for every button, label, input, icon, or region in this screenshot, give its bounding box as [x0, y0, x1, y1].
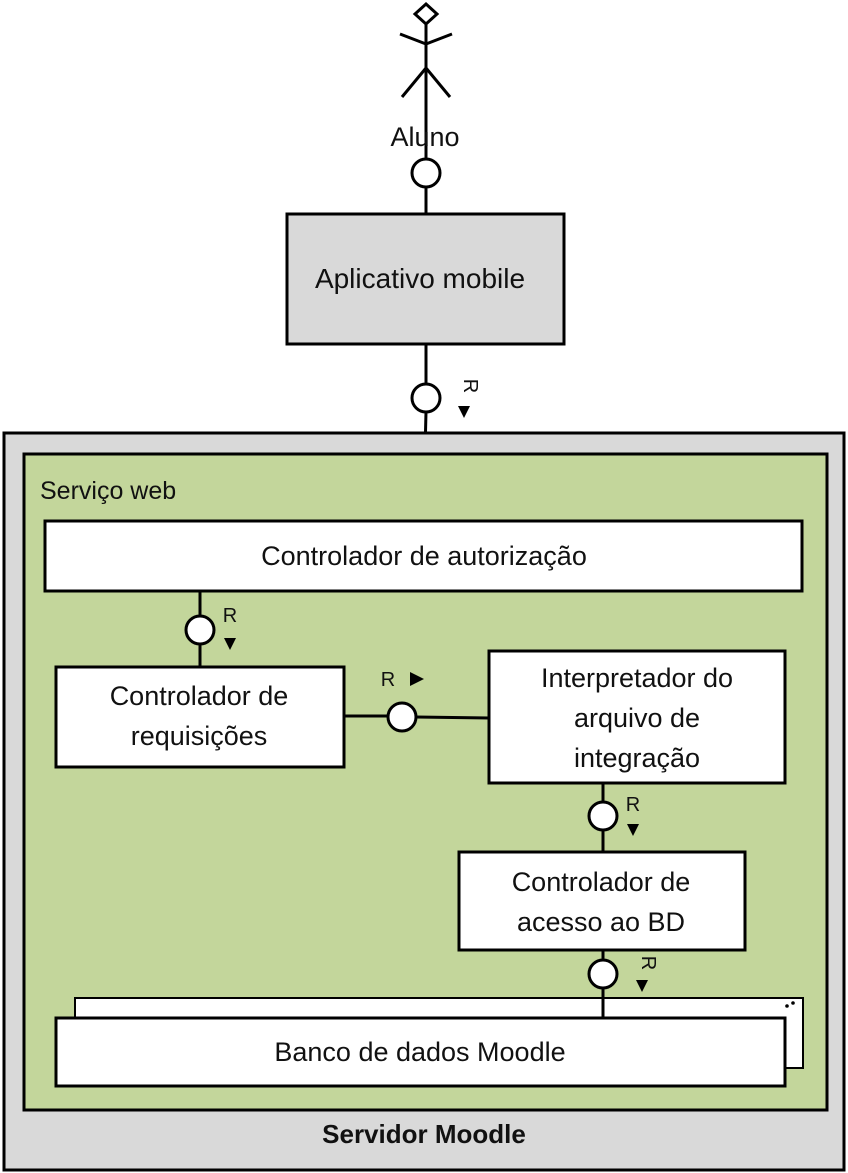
db-access-label-2: acesso ao BD: [517, 907, 685, 937]
relation-label: R: [637, 956, 659, 970]
request-controller-box: [54, 665, 346, 769]
database-box: [54, 1016, 787, 1088]
db-access-box: [457, 850, 747, 952]
auth-controller-label: Controlador de autorização: [261, 541, 587, 571]
mobile-app-label: Aplicativo mobile: [315, 263, 525, 294]
actor-port: [410, 157, 442, 189]
direction-arrow: [410, 672, 424, 686]
request-controller-label-2: requisições: [131, 721, 268, 751]
relation-label: R: [626, 794, 640, 816]
actor-label: Aluno: [390, 122, 459, 152]
webservice-label: Serviço web: [40, 477, 176, 505]
interpreter-label-2: arquivo de: [574, 703, 700, 733]
db-access-label-1: Controlador de: [512, 867, 691, 897]
relation-label: R: [381, 669, 395, 691]
direction-arrow: [627, 824, 639, 836]
interpreter-label-3: integração: [574, 743, 700, 773]
direction-arrow: [458, 406, 470, 418]
auth-request-port: [184, 614, 216, 646]
request-interpreter-port: [386, 701, 418, 733]
interpreter-box: [487, 649, 787, 785]
auth-controller-box: [43, 519, 804, 593]
direction-arrow: [224, 638, 236, 650]
database-label: Banco de dados Moodle: [274, 1037, 565, 1067]
app-server-port: [410, 382, 442, 414]
direction-arrow: [636, 980, 648, 992]
relation-label: R: [459, 379, 481, 393]
dbaccess-database-port: [587, 958, 619, 990]
request-controller-label-1: Controlador de: [110, 681, 289, 711]
interpreter-dbaccess-port: [587, 800, 619, 832]
actor-figure: [399, 1, 453, 98]
relation-label: R: [223, 605, 237, 627]
server-label: Servidor Moodle: [322, 1119, 526, 1149]
interpreter-label-1: Interpretador do: [541, 663, 733, 693]
